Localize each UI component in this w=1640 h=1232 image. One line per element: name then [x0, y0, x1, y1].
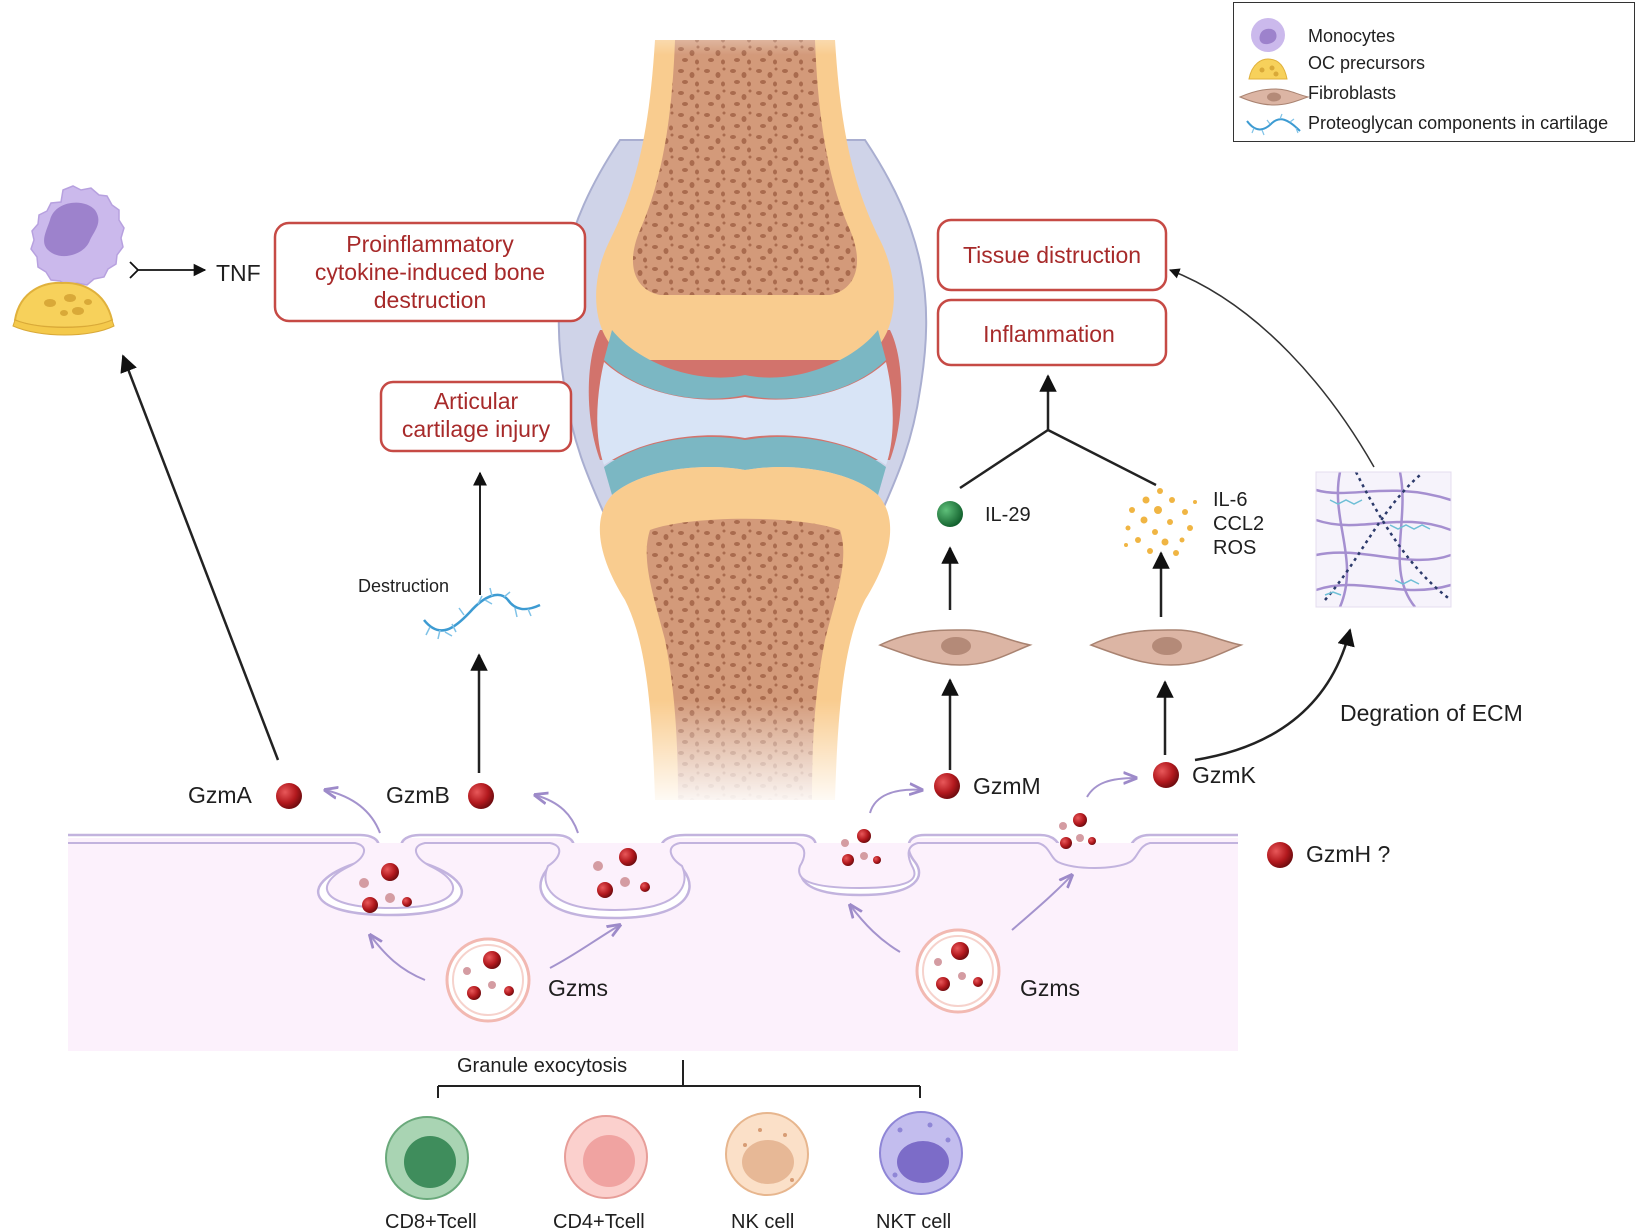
legend-oc-label: OC precursors — [1308, 53, 1426, 73]
ros-label: ROS — [1213, 537, 1256, 559]
monocyte-cell — [30, 185, 125, 287]
gzmb-molecule — [468, 783, 494, 809]
proinflammatory-line-1: Proinflammatory — [346, 231, 514, 257]
cd4-label: CD4+Tcell — [553, 1211, 645, 1232]
proteoglycan-fragment — [423, 587, 541, 640]
gzmk-label: GzmK — [1192, 762, 1257, 788]
tnf-arrow — [129, 262, 205, 278]
tnf-label: TNF — [216, 260, 261, 286]
cd4-tcell — [564, 1115, 648, 1199]
il29-molecule — [937, 501, 963, 527]
exocytosis-arrows — [325, 778, 1136, 981]
gzmh-molecule — [1267, 842, 1293, 868]
ccl2-label: CCL2 — [1213, 513, 1264, 535]
ecm-to-tissue-arrow — [1169, 268, 1375, 468]
destruction-label: Destruction — [358, 576, 449, 596]
gzmm-label: GzmM — [973, 773, 1041, 799]
granule-exocytosis-label: Granule exocytosis — [457, 1055, 627, 1077]
gzmh-label: GzmH ? — [1306, 841, 1390, 867]
oc-precursor-cell — [12, 281, 115, 336]
legend-oc-precursor-icon — [1248, 58, 1288, 80]
inflammation-box: Inflammation — [936, 298, 1168, 367]
nk-label: NK cell — [731, 1211, 794, 1232]
cell-membrane — [68, 833, 1238, 1051]
gzmk-molecule — [1153, 762, 1179, 788]
gzma-molecule — [276, 783, 302, 809]
fibroblast-left — [878, 629, 1033, 666]
proinflammatory-box: Proinflammatory cytokine-induced bone de… — [273, 221, 587, 323]
legend-monocyte-icon — [1251, 18, 1285, 52]
legend-fibroblast-icon — [1238, 88, 1310, 106]
legend-monocytes-label: Monocytes — [1308, 26, 1396, 46]
il6-ccl2-ros-particles — [1124, 488, 1197, 556]
degradation-ecm-label: Degration of ECM — [1340, 700, 1523, 726]
legend-proteoglycan-icon — [1246, 113, 1301, 136]
gzmb-label: GzmB — [386, 782, 450, 808]
gzms-right-label: Gzms — [1020, 975, 1080, 1001]
proinflammatory-line-2: cytokine-induced bone — [315, 259, 545, 285]
convergence-arrow — [959, 374, 1157, 490]
ecm-matrix — [1315, 471, 1452, 608]
legend-proteoglycan-label: Proteoglycan components in cartilage — [1308, 113, 1609, 133]
nkt-label: NKT cell — [876, 1211, 951, 1232]
nk-cell — [725, 1112, 809, 1196]
tissue-label: Tissue distruction — [963, 242, 1141, 268]
inflammation-label: Inflammation — [983, 321, 1115, 347]
gzma-label: GzmA — [188, 782, 253, 808]
gzmk-to-ecm-arrow — [1194, 628, 1355, 762]
legend-fibroblasts-label: Fibroblasts — [1308, 83, 1397, 103]
granule-bracket — [437, 1060, 921, 1098]
gzms-left-label: Gzms — [548, 975, 608, 1001]
fibroblast-right — [1089, 629, 1244, 666]
legend: Monocytes OC precursors Fibroblasts Prot… — [1233, 2, 1635, 142]
articular-line-1: Articular — [434, 388, 519, 414]
cd8-label: CD8+Tcell — [385, 1211, 477, 1232]
gzmm-molecule — [934, 773, 960, 799]
vesicle-left — [445, 937, 531, 1023]
joint-illustration — [557, 0, 940, 810]
granzyme-dots — [359, 813, 1096, 1000]
nkt-cell — [879, 1111, 963, 1195]
cd8-tcell — [385, 1116, 469, 1200]
tissue-box: Tissue distruction — [936, 218, 1168, 292]
articular-box: Articular cartilage injury — [379, 380, 573, 453]
gzma-to-cells-arrow — [120, 354, 280, 761]
articular-line-2: cartilage injury — [402, 416, 551, 442]
proinflammatory-line-3: destruction — [374, 287, 487, 313]
il6-label: IL-6 — [1213, 489, 1247, 511]
il29-label: IL-29 — [985, 504, 1031, 526]
